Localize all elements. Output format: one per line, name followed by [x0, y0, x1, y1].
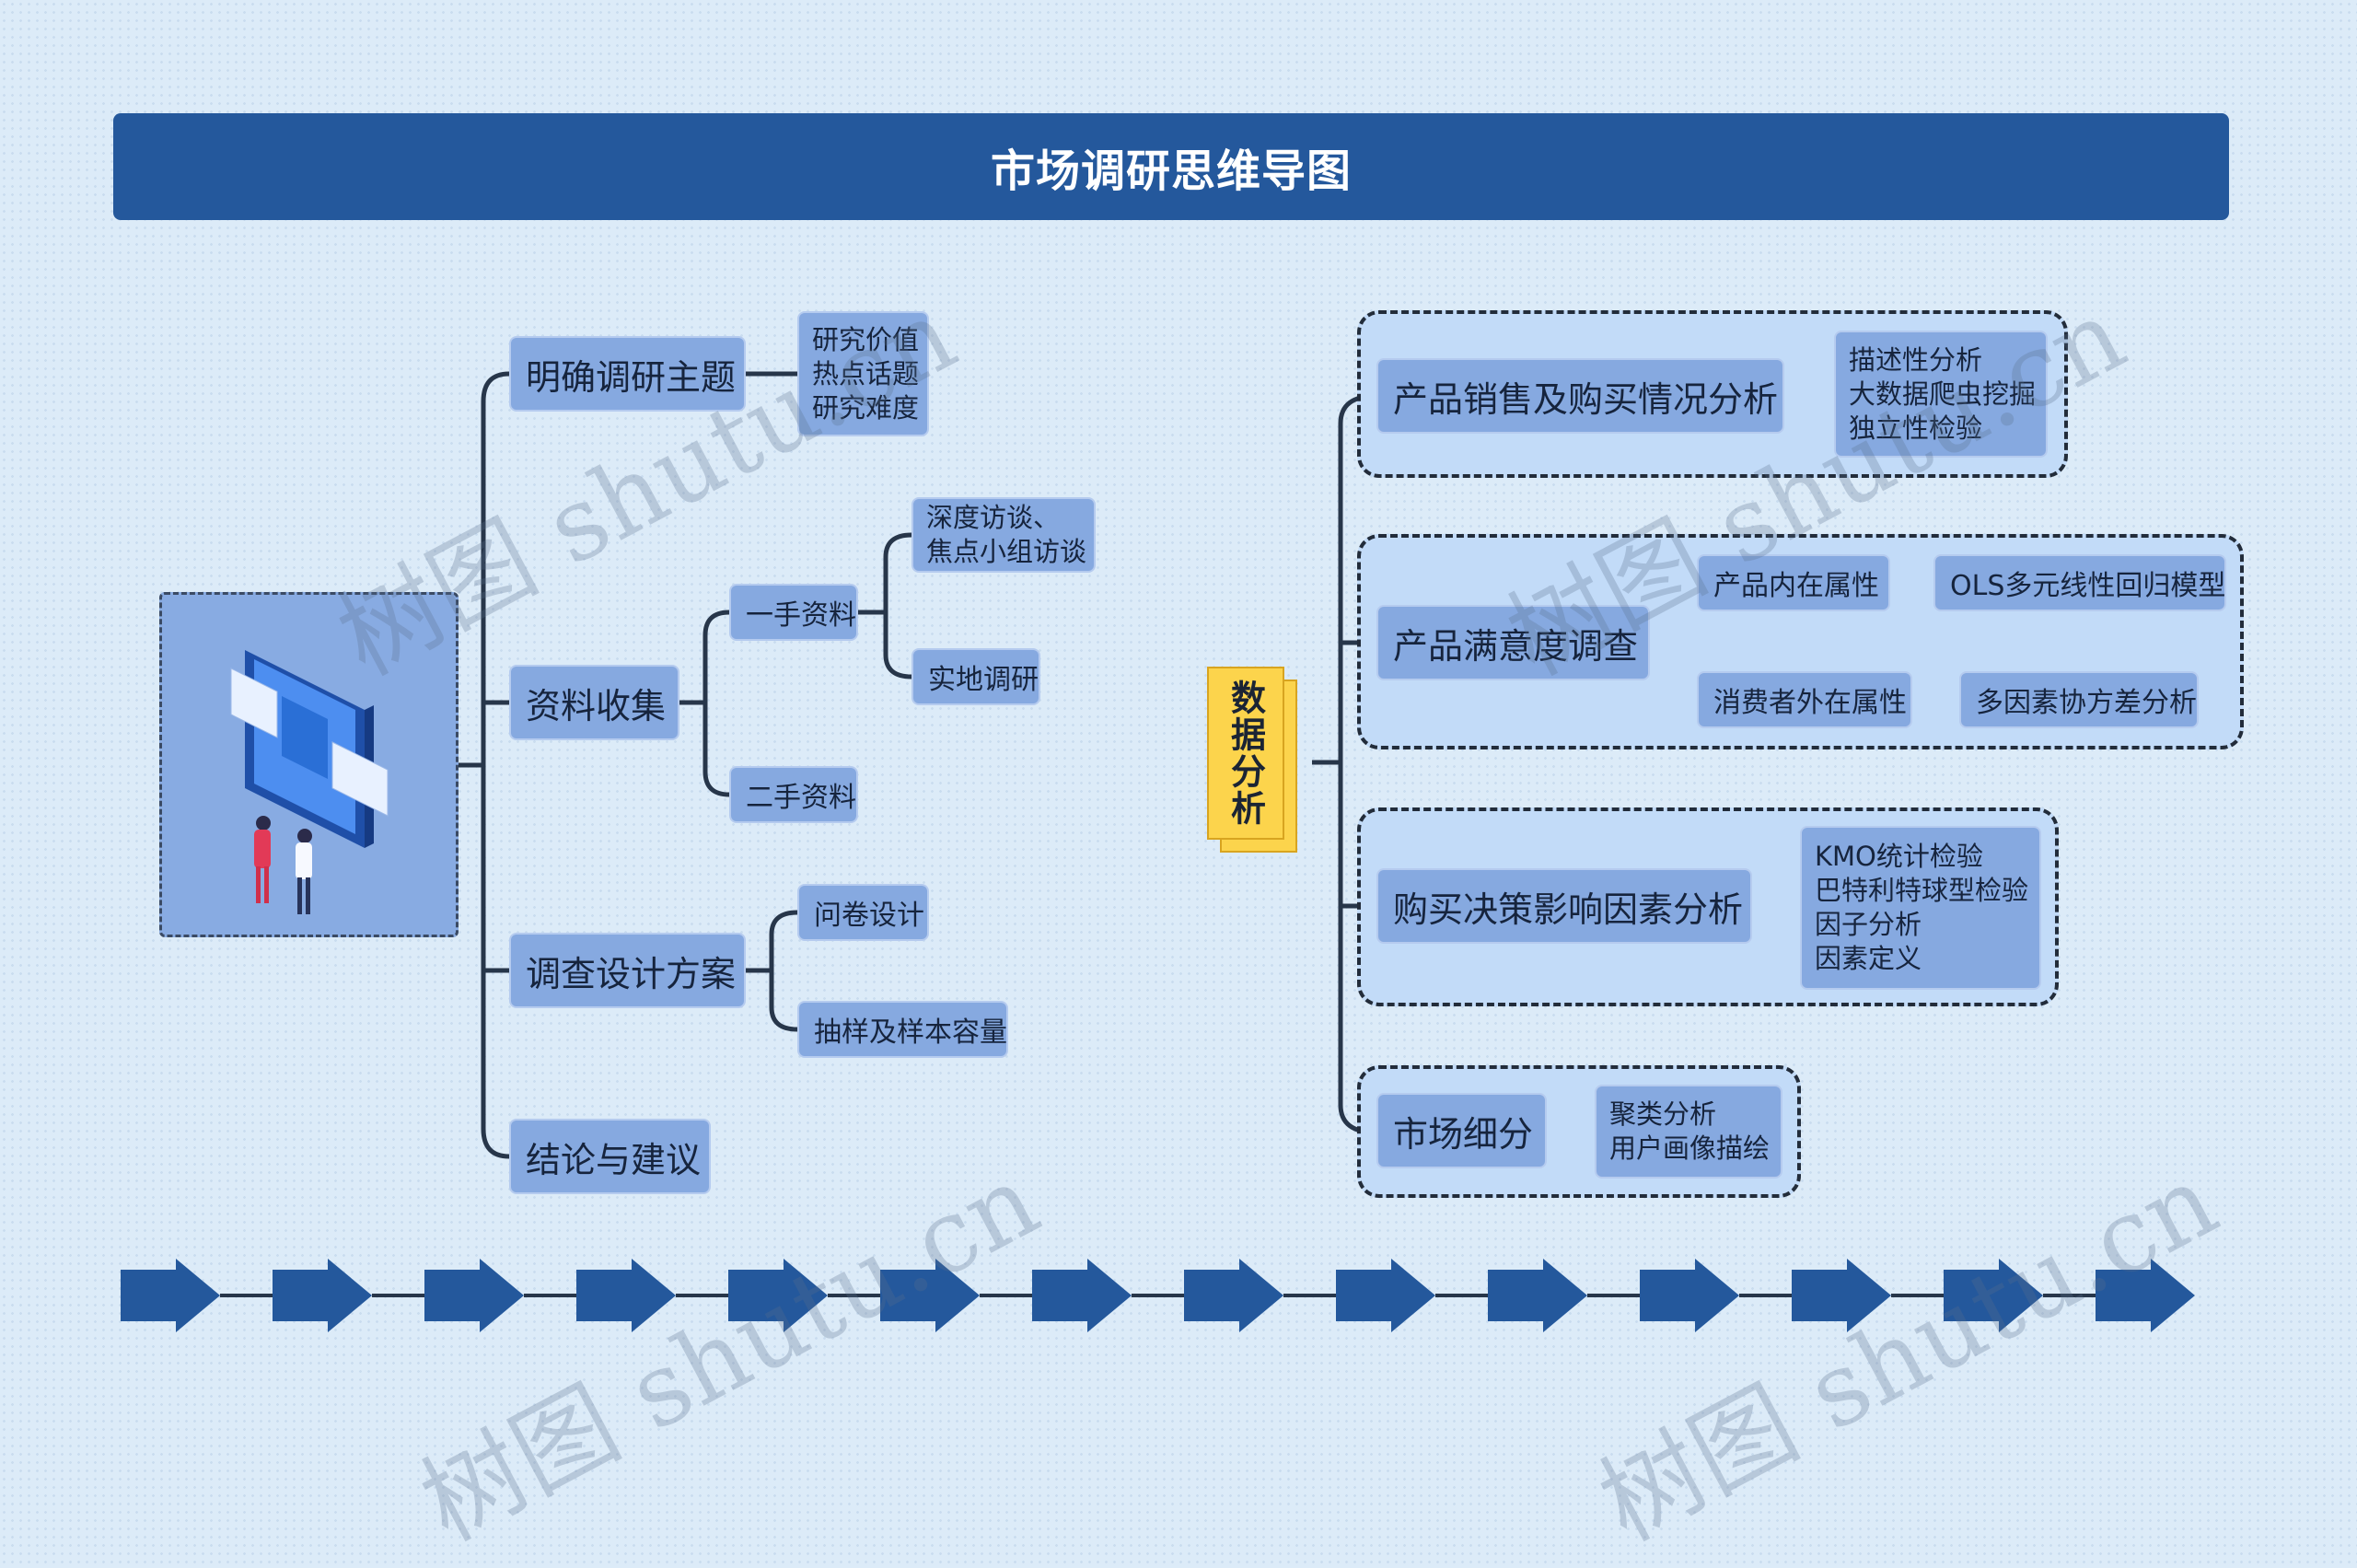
central-topic-data-analysis[interactable]: 数据分析 [1207, 667, 1284, 840]
node-label: 抽样及样本容量 [814, 1009, 1007, 1050]
node-multifactor-ancova[interactable]: 多因素协方差分析 [1959, 671, 2199, 728]
node-label: 多因素协方差分析 [1976, 679, 2197, 720]
topic-label: 明确调研主题 [526, 349, 736, 400]
detail-crawler-mining: 大数据爬虫挖掘 [1849, 377, 2036, 412]
node-label: 实地调研 [928, 656, 1039, 697]
detail-independence-test: 独立性检验 [1849, 412, 1982, 446]
detail-factor-definition: 因素定义 [1815, 942, 1922, 976]
node-interviews[interactable]: 深度访谈、 焦点小组访谈 [911, 497, 1096, 573]
node-sampling-size[interactable]: 抽样及样本容量 [797, 1001, 1008, 1058]
node-label: 一手资料 [746, 592, 856, 633]
topic-label: 产品满意度调查 [1393, 618, 1638, 668]
flow-arrow-icon [1944, 1259, 2043, 1332]
topic-data-collection[interactable]: 资料收集 [509, 665, 679, 740]
detail-user-persona: 用户画像描绘 [1609, 1132, 1770, 1166]
arrow-row [121, 1259, 2195, 1332]
flow-arrow-icon [576, 1259, 676, 1332]
detail-factor-analysis: 因子分析 [1815, 908, 1922, 942]
detail-hot-topic: 热点话题 [812, 357, 919, 391]
illustration-box [159, 592, 459, 937]
node-label: 二手资料 [746, 774, 856, 815]
node-text-line: 深度访谈、 [926, 501, 1060, 535]
topic-label: 市场细分 [1393, 1106, 1533, 1156]
flow-arrow-icon [728, 1259, 828, 1332]
flow-arrow-icon [1792, 1259, 1891, 1332]
node-label: OLS多元线性回归模型 [1950, 563, 2225, 603]
node-questionnaire-design[interactable]: 问卷设计 [797, 884, 929, 941]
detail-research-difficulty: 研究难度 [812, 391, 919, 425]
node-text-line: 焦点小组访谈 [926, 535, 1086, 569]
flow-arrow-icon [1488, 1259, 1587, 1332]
topic-sales-purchase-analysis[interactable]: 产品销售及购买情况分析 [1376, 358, 1784, 434]
topic1-detail-box[interactable]: 研究价值 热点话题 研究难度 [797, 311, 929, 436]
topic4-right-detail-box[interactable]: 聚类分析 用户画像描绘 [1595, 1085, 1782, 1179]
people-screen-illustration [162, 595, 461, 940]
detail-bartlett: 巴特利特球型检验 [1815, 874, 2028, 908]
central-label: 数据分析 [1221, 679, 1271, 827]
flow-arrow-icon [273, 1259, 372, 1332]
detail-research-value: 研究价值 [812, 323, 919, 357]
flow-arrow-icon [1032, 1259, 1132, 1332]
topic-conclusions[interactable]: 结论与建议 [509, 1119, 711, 1194]
node-ols-regression[interactable]: OLS多元线性回归模型 [1933, 554, 2226, 611]
node-label: 消费者外在属性 [1713, 679, 1907, 720]
page-title: 市场调研思维导图 [113, 113, 2229, 220]
flow-arrow-icon [1640, 1259, 1739, 1332]
topic-purchase-decision-factors[interactable]: 购买决策影响因素分析 [1376, 868, 1752, 944]
topic-satisfaction-survey[interactable]: 产品满意度调查 [1376, 605, 1650, 680]
node-first-hand-data[interactable]: 一手资料 [729, 584, 858, 641]
node-label: 产品内在属性 [1713, 563, 1879, 603]
flow-arrow-icon [1336, 1259, 1435, 1332]
topic1-right-detail-box[interactable]: 描述性分析 大数据爬虫挖掘 独立性检验 [1834, 331, 2048, 458]
flow-arrow-icon [424, 1259, 524, 1332]
topic3-right-detail-box[interactable]: KMO统计检验 巴特利特球型检验 因子分析 因素定义 [1800, 826, 2041, 990]
node-consumer-external[interactable]: 消费者外在属性 [1697, 671, 1912, 728]
topic-clarify-research-subject[interactable]: 明确调研主题 [509, 336, 746, 412]
detail-descriptive: 描述性分析 [1849, 343, 1982, 377]
flow-arrow-icon [880, 1259, 980, 1332]
topic-label: 购买决策影响因素分析 [1393, 881, 1743, 932]
flow-arrow-icon [2096, 1259, 2195, 1332]
detail-kmo: KMO统计检验 [1815, 840, 1983, 874]
node-field-research[interactable]: 实地调研 [911, 648, 1040, 705]
node-label: 问卷设计 [814, 892, 924, 933]
flow-arrow-icon [121, 1259, 220, 1332]
topic-label: 结论与建议 [526, 1132, 701, 1182]
topic-label: 调查设计方案 [526, 946, 736, 996]
topic-label: 资料收集 [526, 678, 666, 728]
topic-market-segmentation[interactable]: 市场细分 [1376, 1093, 1547, 1168]
topic-survey-design[interactable]: 调查设计方案 [509, 933, 746, 1008]
node-product-intrinsic[interactable]: 产品内在属性 [1697, 554, 1890, 611]
node-second-hand-data[interactable]: 二手资料 [729, 766, 858, 823]
flow-arrow-icon [1184, 1259, 1283, 1332]
topic-label: 产品销售及购买情况分析 [1393, 371, 1778, 422]
detail-cluster-analysis: 聚类分析 [1609, 1098, 1716, 1132]
